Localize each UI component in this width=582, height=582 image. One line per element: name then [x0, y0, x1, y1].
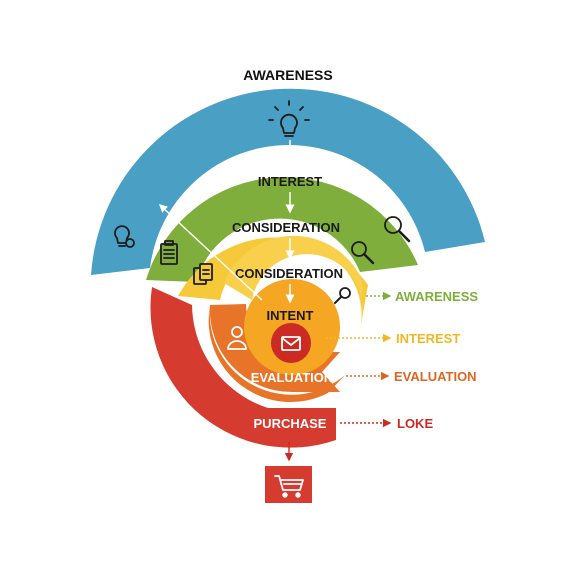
core-circle — [271, 323, 311, 363]
interest-band — [146, 177, 418, 282]
magnifier-icon — [351, 241, 375, 265]
consideration-inner-band — [224, 235, 363, 320]
consideration-inner-label: CONSIDERATION — [235, 266, 343, 281]
lightbulb-icon — [268, 100, 310, 137]
clipboard-icon — [160, 240, 178, 265]
lightbulb-cycle-icon — [114, 225, 135, 248]
documents-icon — [193, 263, 213, 285]
interest-label: INTEREST — [258, 174, 322, 189]
side-label-interest: INTEREST — [396, 331, 460, 346]
intent-label: INTENT — [267, 308, 314, 323]
evaluation-label: EVALUATION — [251, 370, 334, 385]
consideration-outer-label: CONSIDERATION — [232, 220, 340, 235]
side-label-awareness: AWARENESS — [395, 289, 478, 304]
flow-arrow-diagonal — [158, 204, 263, 301]
purchase-label: PURCHASE — [254, 416, 327, 431]
side-label-loke: LOKE — [397, 416, 433, 431]
magnifier-icon — [384, 216, 411, 243]
title: AWARENESS — [243, 67, 332, 83]
shopping-cart-icon — [274, 475, 304, 498]
person-icon — [227, 326, 247, 350]
envelope-icon — [281, 336, 301, 351]
purchase-band — [150, 287, 336, 448]
consideration-outer-band — [178, 237, 368, 330]
awareness-band — [91, 88, 485, 275]
magnifier-icon — [334, 287, 351, 304]
side-label-evaluation: EVALUATION — [394, 369, 477, 384]
purchase-pill — [252, 408, 336, 440]
